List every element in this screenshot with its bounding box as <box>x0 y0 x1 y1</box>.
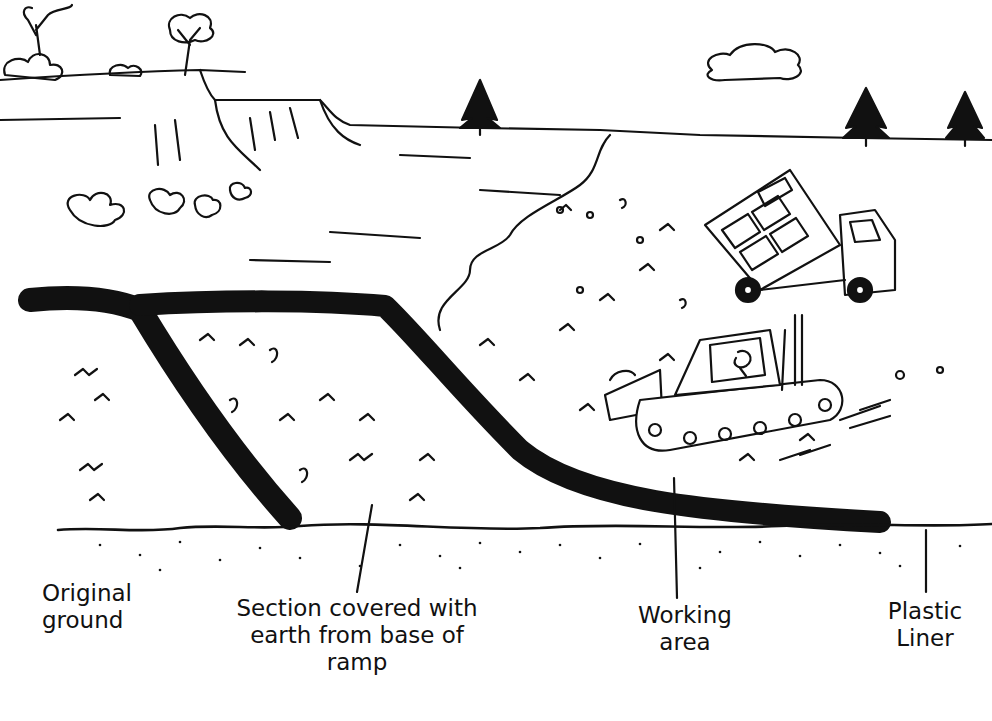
callout-label: Section covered with earth from base of … <box>232 595 482 676</box>
bush <box>195 195 221 217</box>
debris <box>577 287 583 293</box>
bush <box>110 65 142 76</box>
callout-label: Working area <box>615 602 755 656</box>
tree <box>24 5 72 55</box>
debris <box>557 207 563 213</box>
dump-truck <box>705 170 895 302</box>
bush <box>68 193 124 226</box>
pine-tree <box>843 88 889 146</box>
tree <box>169 14 213 75</box>
leader-line <box>925 530 927 592</box>
debris <box>937 367 943 373</box>
cloud <box>708 44 801 80</box>
waste-scribble <box>60 369 109 500</box>
callout-label: Plastic Liner <box>865 598 985 652</box>
bush <box>4 54 62 80</box>
debris <box>587 212 593 218</box>
cliff-cracks <box>155 108 298 165</box>
leader-line <box>357 505 372 592</box>
waste-scribble <box>200 334 434 500</box>
bulldozer <box>605 315 890 460</box>
pine-tree <box>460 80 500 135</box>
mound-edge <box>438 135 610 330</box>
earth-cover-band <box>30 298 290 518</box>
earth-cover-band <box>140 301 880 522</box>
surface-stroke <box>250 155 560 262</box>
leader-line <box>674 478 677 598</box>
bush <box>230 183 251 200</box>
bush <box>149 189 184 214</box>
cliff-face <box>0 100 360 170</box>
debris <box>637 237 643 243</box>
soil-dots <box>99 541 962 572</box>
pine-tree <box>946 92 984 146</box>
debris <box>896 371 904 379</box>
ground-line <box>58 524 992 530</box>
callout-label: Original ground <box>42 580 182 634</box>
